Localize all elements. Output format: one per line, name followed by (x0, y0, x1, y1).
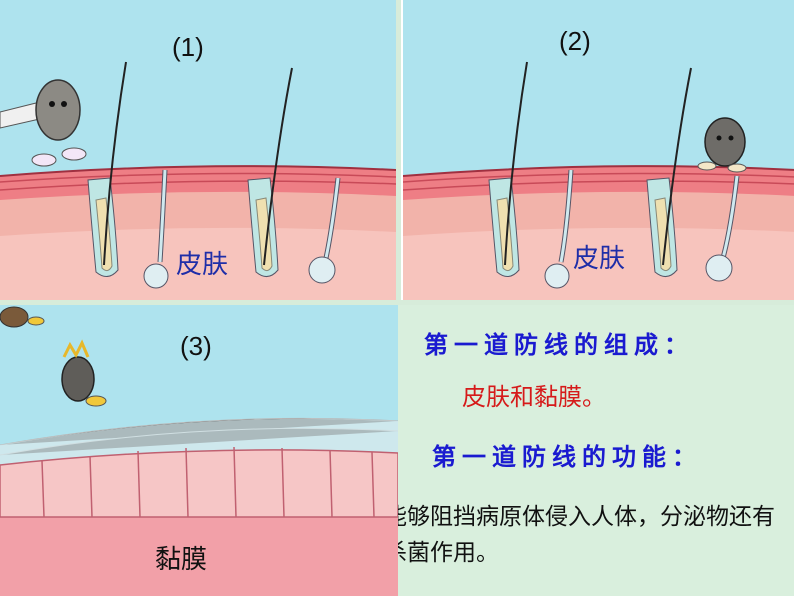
panel-number-3: (3) (180, 331, 212, 361)
skin-label-2: 皮肤 (573, 244, 626, 274)
mucosa-label: 黏膜 (155, 545, 208, 575)
skin-illustration-2 (403, 61, 794, 300)
panel-number-1: (1) (172, 32, 204, 62)
text-panel: 第一道防线的组成： 皮肤和黏膜。 第一道防线的功能： 能够阻挡病原体侵入人体，分… (398, 305, 794, 596)
composition-heading: 第一道防线的组成： (424, 330, 694, 359)
mucosa-panel: (3) 黏膜 (0, 305, 398, 596)
composition-answer: 皮肤和黏膜。 (462, 383, 606, 411)
function-answer: 能够阻挡病原体侵入人体，分泌物还有杀菌作用。 (398, 504, 775, 566)
skin-panel-2: (2) 皮肤 (401, 0, 794, 300)
skin-label-1: 皮肤 (176, 250, 229, 280)
skin-panel-1: (1) 皮肤 (0, 0, 396, 300)
skin-illustration-1 (0, 61, 396, 300)
function-heading: 第一道防线的功能： (432, 442, 702, 471)
panel-number-2: (2) (559, 26, 591, 56)
mucosa-illustration (0, 306, 398, 596)
